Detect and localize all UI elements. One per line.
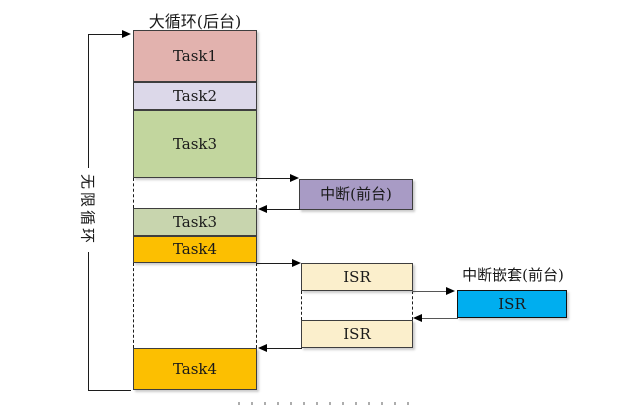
- isr-return-arrowhead-icon: [258, 344, 267, 352]
- nested-isr-call-arrow: [412, 291, 448, 292]
- task4-box: Task4: [133, 236, 257, 263]
- infinite-loop-label: 无限循环: [77, 169, 99, 251]
- interrupt-call-arrow: [256, 178, 292, 179]
- task4-resume-box: Task4: [133, 348, 257, 390]
- loop-line-vertical-bottom: [88, 252, 89, 390]
- nested-isr-call-arrowhead-icon: [446, 287, 455, 295]
- nested-isr-return-arrowhead-icon: [413, 314, 422, 322]
- isr-box-first: ISR: [301, 263, 413, 291]
- interrupt-call-arrowhead-icon: [290, 174, 299, 182]
- caption-remnant: [238, 402, 412, 405]
- loop-line-bottom-horizontal: [88, 390, 131, 391]
- gap1-dashed-left-edge: [133, 178, 134, 208]
- gap2-dashed-right-edge: [256, 263, 257, 348]
- isr-call-arrow: [256, 263, 294, 264]
- nested-isr-box: ISR: [457, 290, 567, 318]
- nested-interrupt-title: 中断嵌套(前台): [462, 266, 564, 284]
- interrupt-return-arrow: [262, 209, 300, 210]
- gap1-dashed-right-edge: [256, 178, 257, 208]
- interrupt-return-arrowhead-icon: [258, 205, 267, 213]
- task1-box: Task1: [133, 30, 257, 82]
- nested-isr-return-arrow: [420, 318, 458, 319]
- background-loop-title: 大循环(后台): [148, 12, 242, 31]
- isr-return-arrow: [264, 348, 302, 349]
- loop-arrowhead-icon: [122, 30, 131, 38]
- task3-box: Task3: [133, 110, 257, 178]
- interrupt-foreground-box: 中断(前台): [299, 179, 413, 210]
- task2-box: Task2: [133, 82, 257, 110]
- loop-line-vertical-top: [88, 34, 89, 168]
- isr-box-resume: ISR: [301, 320, 413, 348]
- isr-call-arrowhead-icon: [292, 259, 301, 267]
- isr-gap-dashed-right-edge: [412, 291, 413, 320]
- task3-resume-box: Task3: [133, 208, 257, 236]
- isr-gap-dashed-left-edge: [301, 291, 302, 320]
- gap2-dashed-left-edge: [133, 263, 134, 348]
- loop-line-top-horizontal: [88, 34, 125, 35]
